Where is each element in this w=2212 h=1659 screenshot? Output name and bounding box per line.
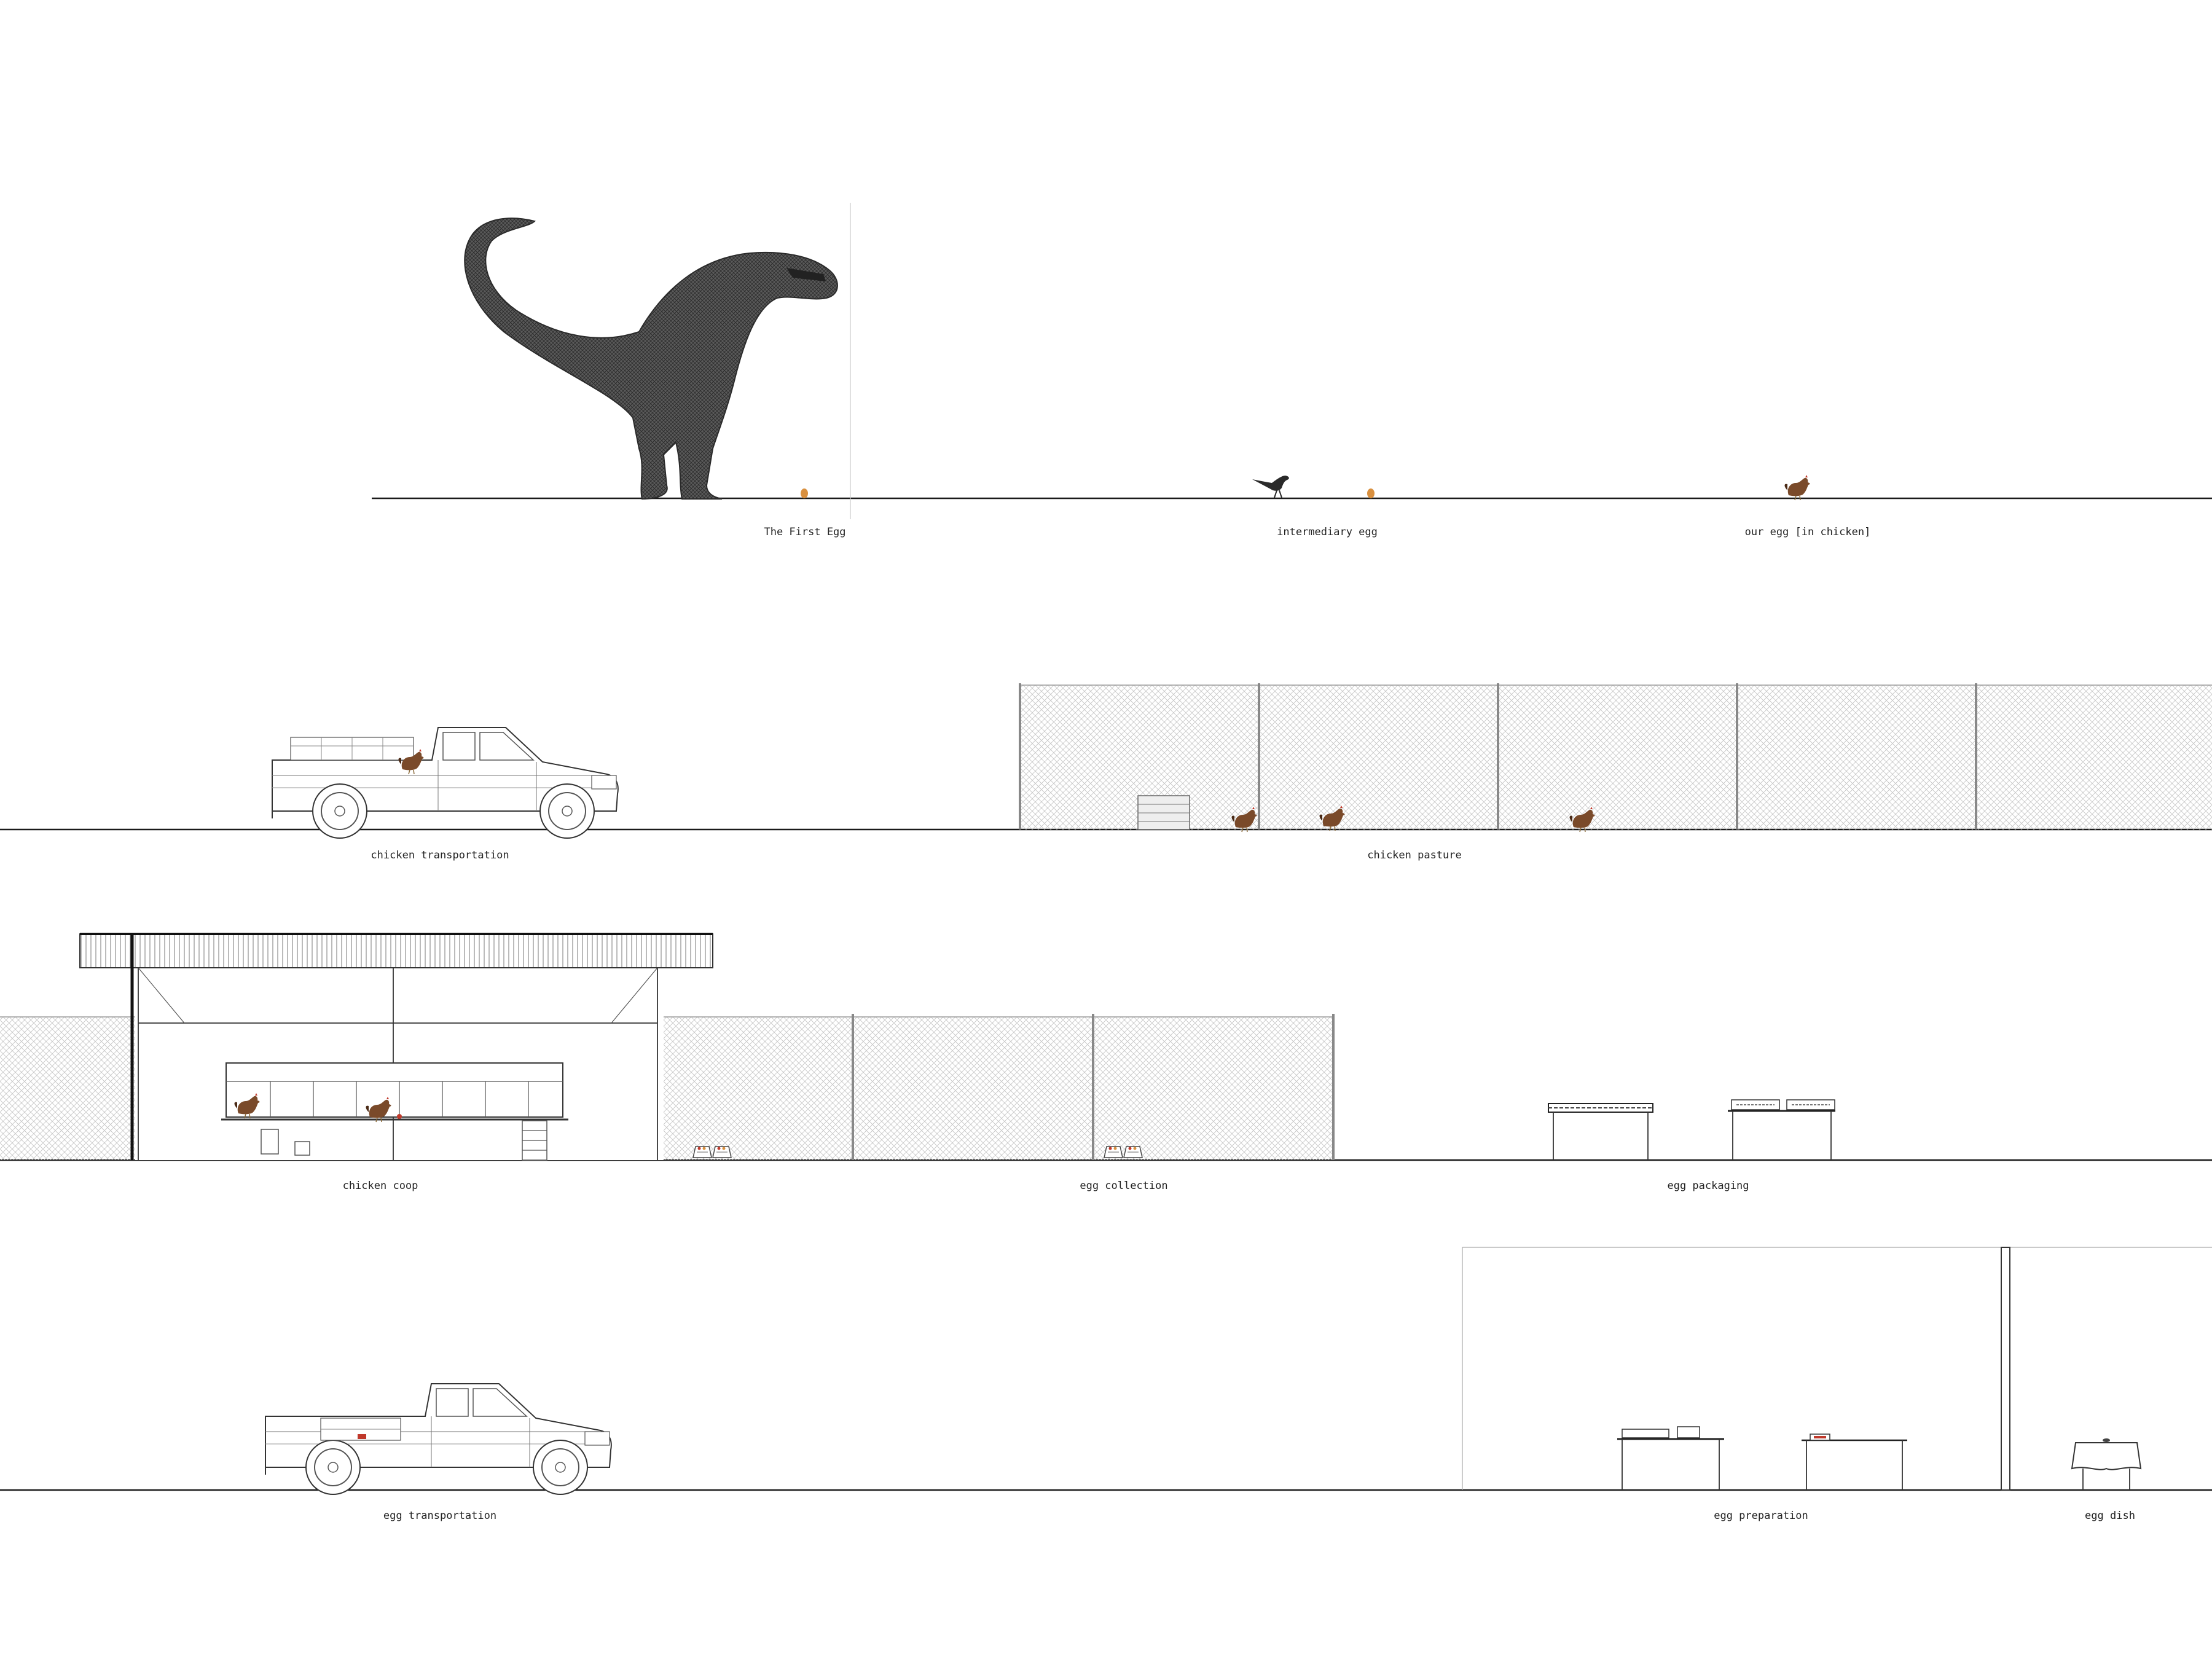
pickup-truck-icon [272,727,619,839]
small-dinosaur-icon [1252,476,1289,498]
caption-intermediary-egg: intermediary egg [1277,526,1378,538]
egg-basket-icon [712,1146,732,1158]
dining-table-icon [2071,1438,2142,1490]
chainlink-fence-icon [1019,683,2212,830]
caption-chicken-coop: chicken coop [343,1180,418,1192]
caption-egg-dish: egg dish [2085,1510,2135,1522]
packaging-table-icon [1728,1099,1835,1160]
caption-egg-packaging: egg packaging [1667,1180,1749,1192]
row-delivery: egg transportation egg preparation egg d… [0,1247,2212,1522]
kitchen-table-icon [1802,1433,1907,1490]
chicken-icon [1784,474,1811,501]
dinosaur-icon [464,218,838,500]
row-farm: chicken transportation chicken pasture [0,683,2212,861]
pickup-truck-icon [265,1383,612,1495]
caption-our-egg: our egg [in chicken] [1745,526,1871,538]
caption-first-egg: The First Egg [764,526,845,538]
caption-chicken-pasture: chicken pasture [1367,849,1462,861]
egg-icon [801,488,808,498]
egg-basket-icon [692,1146,712,1158]
caption-chicken-transportation: chicken transportation [371,849,509,861]
kitchen-table-icon [1617,1426,1724,1490]
egg-icon [1367,488,1375,498]
caption-egg-collection: egg collection [1080,1180,1167,1192]
row-production: chicken coop egg collection egg packagin… [0,933,2212,1192]
egg-icon [397,1114,402,1119]
egg-basket-icon [1123,1146,1143,1158]
row-origin: The First Egg intermediary egg our egg [… [372,203,2212,538]
coop-shed-icon [79,933,713,1161]
egg-basket-icon [1104,1146,1123,1158]
caption-egg-transportation: egg transportation [383,1510,496,1522]
kitchen-room [1462,1247,2212,1491]
caption-egg-preparation: egg preparation [1714,1510,1808,1522]
packaging-table-icon [1548,1103,1653,1160]
feed-stack [1137,795,1190,830]
